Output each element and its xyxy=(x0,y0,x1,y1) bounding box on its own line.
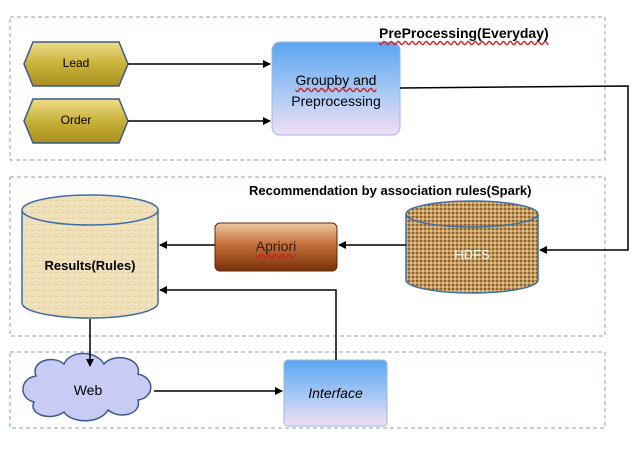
arrow-groupby-to-hdfs xyxy=(399,85,629,254)
arrow-interface-to-results xyxy=(159,286,337,360)
results-node xyxy=(21,194,159,319)
groupby-label-line1: Groupby and xyxy=(295,72,377,88)
preprocessing-section-title: PreProcessing(Everyday) xyxy=(379,25,549,41)
hdfs-node xyxy=(405,200,539,294)
apriori-node xyxy=(214,222,338,272)
web-node xyxy=(22,352,152,422)
preprocessing-section xyxy=(9,16,606,161)
lead-node xyxy=(23,41,129,87)
web-label: Web xyxy=(73,382,103,398)
groupby-node xyxy=(271,41,401,136)
recommendation-section-title: Recommendation by association rules(Spar… xyxy=(249,183,532,198)
recommendation-section xyxy=(9,176,606,337)
hdfs-label: HDFS xyxy=(454,247,490,262)
interface-label: Interface xyxy=(308,385,363,401)
order-label: Order xyxy=(60,113,92,127)
order-node xyxy=(23,98,129,144)
lead-label: Lead xyxy=(62,56,90,70)
apriori-label: Apriori xyxy=(255,238,297,254)
groupby-label-line2: Preprocessing xyxy=(291,93,381,109)
results-label: Results(Rules) xyxy=(44,258,136,273)
groupby-label: Groupby and Preprocessing xyxy=(272,70,400,112)
serving-section xyxy=(9,351,606,429)
